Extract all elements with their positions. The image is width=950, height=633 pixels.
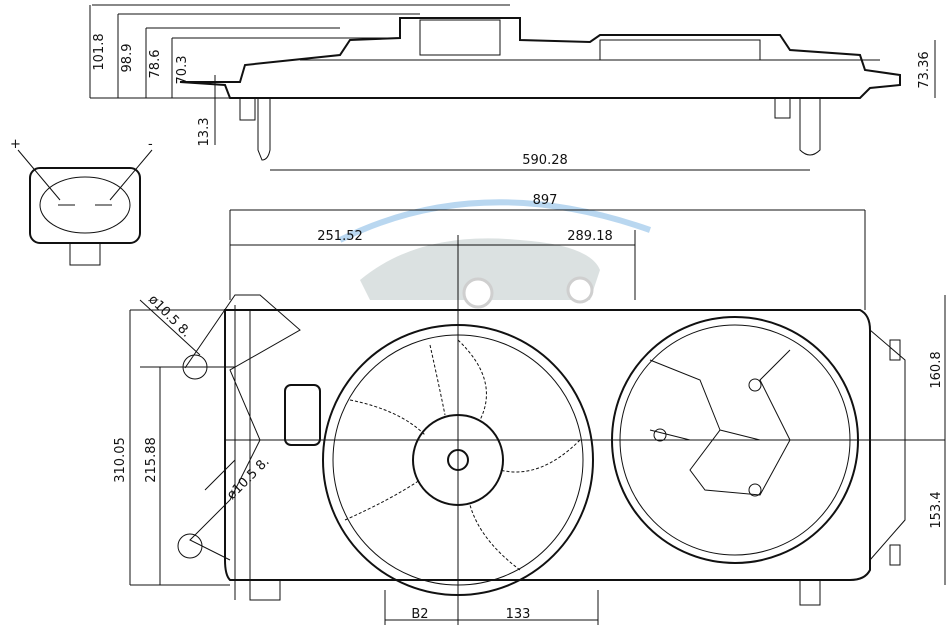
minus-terminal-label: - <box>148 137 153 152</box>
hole-dim-top: ø10.5 8. <box>145 292 193 340</box>
dim-73-36: 73.36 <box>917 51 932 88</box>
dim-70-3: 70.3 <box>175 56 190 85</box>
hole-dim-bottom: ø10.5 8. <box>224 454 272 502</box>
dim-310-05: 310.05 <box>113 437 128 483</box>
dim-590-28: 590.28 <box>522 153 568 168</box>
connector-diagram: + - <box>10 137 153 266</box>
watermark-logo <box>338 199 651 309</box>
dim-160-8: 160.8 <box>929 351 944 388</box>
plus-terminal-label: + <box>10 137 21 152</box>
dim-98-9: 98.9 <box>120 44 135 73</box>
dim-897: 897 <box>533 193 558 208</box>
dim-13-3: 13.3 <box>197 118 212 147</box>
dim-251-52: 251.52 <box>317 229 363 244</box>
dim-b2: B2 <box>411 607 428 622</box>
dim-133: 133 <box>506 607 531 622</box>
dim-289-18: 289.18 <box>567 229 613 244</box>
dim-215-88: 215.88 <box>144 437 159 483</box>
dim-153-4: 153.4 <box>929 491 944 528</box>
dim-101-8: 101.8 <box>92 33 107 70</box>
side-view: 101.8 98.9 78.6 70.3 13.3 73.36 590.28 <box>89 4 936 171</box>
dim-78-6: 78.6 <box>148 50 163 79</box>
